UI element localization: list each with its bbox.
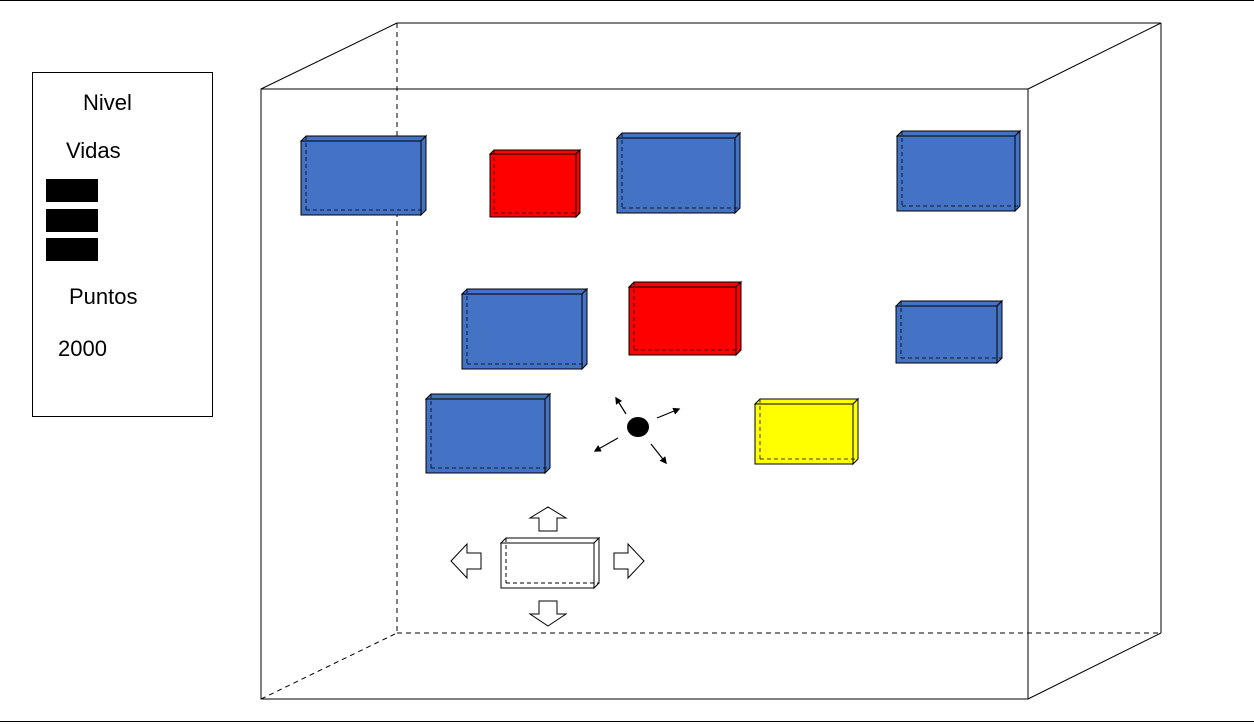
top-border-line (0, 0, 1254, 1)
brick-red-1 (488, 148, 582, 219)
arrow-right-block-icon (613, 542, 645, 580)
points-value: 2000 (58, 336, 107, 361)
bricks-group (299, 129, 1022, 475)
life-icon (46, 238, 98, 261)
ball-group (593, 396, 681, 465)
brick-blue-4 (460, 287, 589, 371)
level-label: Nivel (83, 90, 132, 115)
room-box (260, 22, 1162, 700)
brick-blue-1 (299, 134, 428, 217)
brick-yellow-1 (753, 397, 860, 466)
arrow-down-right-icon (650, 443, 667, 465)
paddle[interactable] (499, 536, 601, 590)
arrow-up-left-icon (615, 396, 627, 415)
ball-icon (627, 417, 649, 437)
arrow-up-right-icon (656, 407, 681, 419)
brick-blue-2 (615, 131, 742, 215)
arrow-up-block-icon (528, 506, 568, 532)
arrow-left-block-icon (450, 542, 482, 580)
brick-blue-6 (424, 392, 552, 475)
life-icon (46, 209, 98, 232)
paddle-group (450, 506, 645, 627)
bottom-border-line (0, 721, 1254, 722)
brick-red-2 (627, 280, 743, 357)
brick-blue-3 (895, 129, 1022, 213)
arrow-down-left-icon (593, 437, 619, 452)
brick-blue-5 (894, 299, 1004, 365)
arrow-down-block-icon (528, 600, 568, 627)
hud-panel: Nivel Vidas Puntos 2000 (32, 72, 213, 417)
points-label: Puntos (69, 284, 138, 309)
life-icon (46, 179, 98, 202)
lives-label: Vidas (66, 138, 121, 163)
